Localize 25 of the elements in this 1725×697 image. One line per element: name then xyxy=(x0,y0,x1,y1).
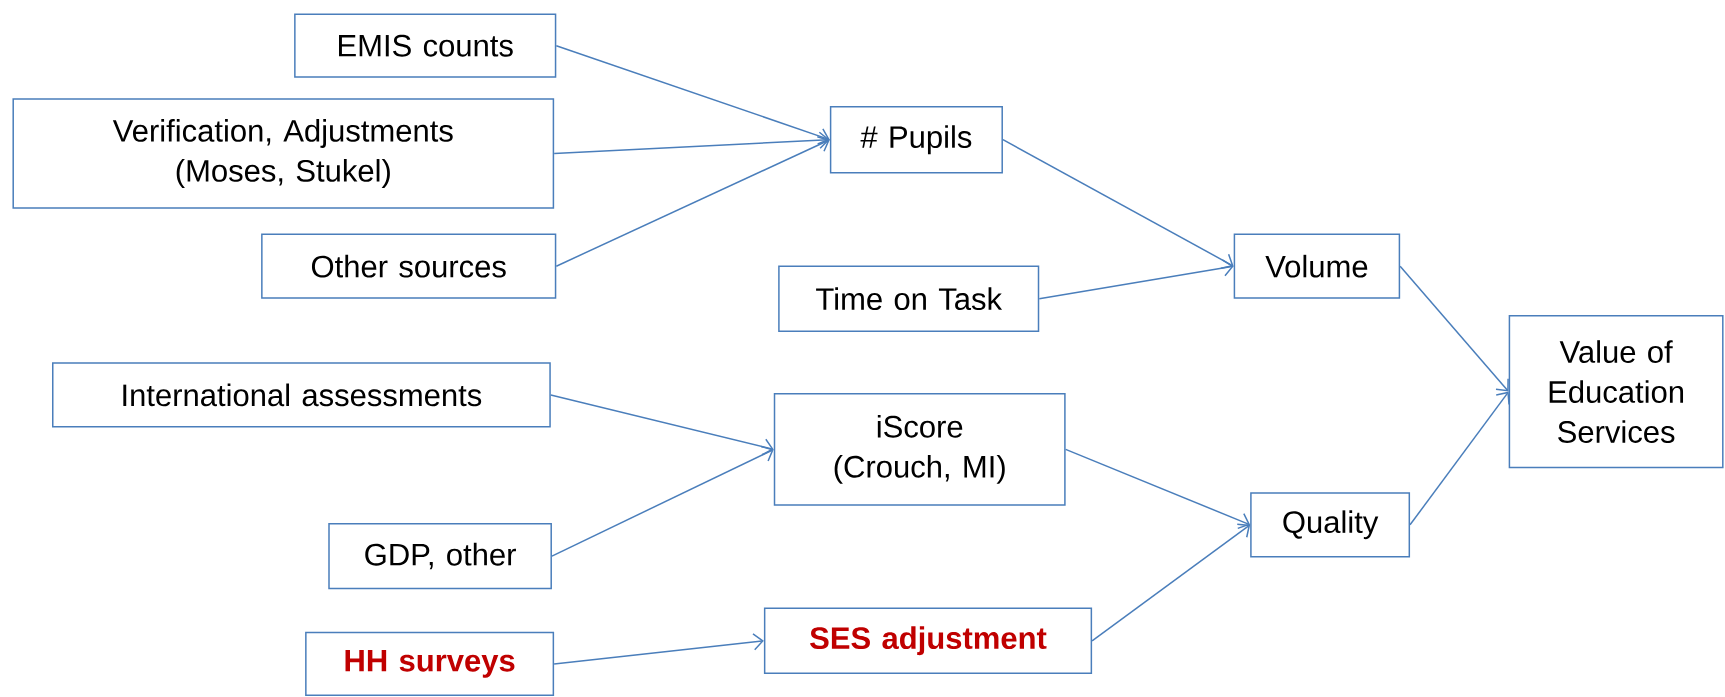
arrow xyxy=(553,131,830,155)
arrow xyxy=(1409,391,1510,526)
process-box: GDP, other xyxy=(328,522,552,590)
process-box: iScore (Crouch, MI) xyxy=(773,393,1066,506)
process-box: Time on Task xyxy=(778,265,1040,332)
process-box: Value of Education Services xyxy=(1508,314,1724,469)
process-box: Verification, Adjustments (Moses, Stukel) xyxy=(12,98,555,209)
process-box: HH surveys xyxy=(305,631,555,696)
arrow xyxy=(1399,265,1509,392)
arrow xyxy=(553,633,764,665)
arrow xyxy=(551,445,774,557)
arrow xyxy=(1064,448,1251,530)
arrow xyxy=(555,44,830,145)
process-box: International assessments xyxy=(52,362,551,428)
arrow xyxy=(1091,523,1251,642)
process-box: Quality xyxy=(1250,492,1411,558)
arrow xyxy=(555,135,830,267)
process-box: Other sources xyxy=(261,233,557,299)
process-box: EMIS counts xyxy=(294,13,557,78)
arrow xyxy=(1002,138,1234,270)
arrow xyxy=(550,394,774,456)
arrow xyxy=(1038,259,1234,300)
process-box: SES adjustment xyxy=(763,607,1093,674)
process-box: # Pupils xyxy=(829,105,1003,174)
process-box: Volume xyxy=(1233,233,1401,299)
